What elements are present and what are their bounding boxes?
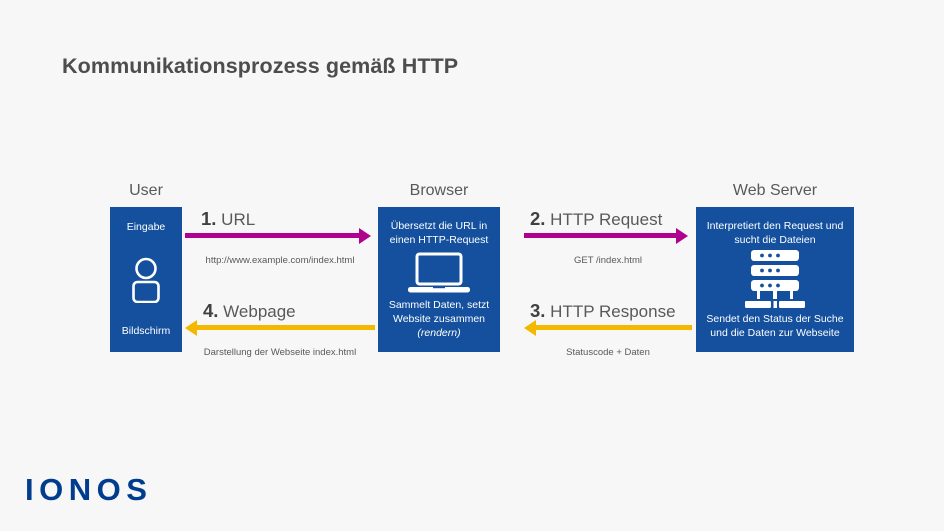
ionos-logo: IONOS bbox=[25, 472, 153, 507]
node-browser-bottom-label: Sammelt Daten, setzt Website zusammen (r… bbox=[389, 299, 489, 341]
node-web-server: Interpretiert den Request und sucht die … bbox=[696, 207, 854, 352]
flow-2-title: 2. HTTP Request bbox=[530, 208, 662, 230]
flow-3-arrow-head-left-icon bbox=[524, 319, 536, 336]
server-rack-icon bbox=[741, 249, 809, 312]
flow-4-arrow-line bbox=[197, 325, 375, 330]
flow-3-http-response: 3. HTTP Response Statuscode + Daten bbox=[524, 300, 692, 358]
flow-1-title: 1. URL bbox=[201, 208, 255, 230]
node-browser-top-label: Übersetzt die URL in einen HTTP-Request bbox=[389, 220, 489, 246]
flow-2-sublabel: GET /index.html bbox=[574, 255, 642, 266]
flow-3-sublabel: Statuscode + Daten bbox=[566, 347, 650, 358]
column-header-browser: Browser bbox=[409, 182, 469, 199]
flow-1-url: 1. URL http://www.example.com/index.html bbox=[185, 208, 375, 266]
flow-4-sublabel: Darstellung der Webseite index.html bbox=[203, 347, 357, 358]
flow-1-sublabel: http://www.example.com/index.html bbox=[205, 255, 355, 266]
laptop-icon bbox=[408, 252, 470, 296]
node-server-bottom-label: Sendet den Status der Suche und die Date… bbox=[706, 313, 844, 340]
node-user-bottom-label: Bildschirm bbox=[121, 325, 171, 338]
node-user: Eingabe Bildschirm bbox=[110, 207, 182, 352]
flow-2-arrow-head-right-icon bbox=[676, 227, 688, 244]
flow-3-number: 3. bbox=[530, 300, 546, 321]
flow-3-label: HTTP Response bbox=[550, 302, 676, 321]
node-server-top-label: Interpretiert den Request und sucht die … bbox=[706, 220, 844, 246]
flow-1-label: URL bbox=[221, 210, 256, 229]
flow-2-http-request: 2. HTTP Request GET /index.html bbox=[524, 208, 692, 266]
flow-1-arrow-line bbox=[185, 233, 363, 238]
node-browser-bottom-line1: Sammelt Daten, setzt bbox=[388, 299, 490, 312]
flow-2-number: 2. bbox=[530, 208, 546, 229]
flow-3-title: 3. HTTP Response bbox=[530, 300, 676, 322]
flow-2-arrow-line bbox=[524, 233, 680, 238]
flow-4-title: 4. Webpage bbox=[203, 300, 296, 322]
flow-1-arrow-head-right-icon bbox=[359, 227, 371, 244]
person-icon bbox=[126, 257, 166, 303]
node-user-top-label: Eingabe bbox=[126, 221, 166, 233]
column-header-user: User bbox=[129, 182, 163, 199]
node-browser: Übersetzt die URL in einen HTTP-Request … bbox=[378, 207, 500, 352]
node-browser-bottom-line2: Website zusammen bbox=[392, 313, 485, 326]
flow-2-label: HTTP Request bbox=[550, 210, 663, 229]
flow-4-number: 4. bbox=[203, 300, 219, 321]
flow-1-number: 1. bbox=[201, 208, 217, 229]
node-browser-bottom-italic: (rendern) bbox=[417, 327, 461, 340]
flow-4-label: Webpage bbox=[223, 302, 296, 321]
flow-3-arrow-line bbox=[536, 325, 692, 330]
flow-4-arrow-head-left-icon bbox=[185, 319, 197, 336]
flow-4-webpage: 4. Webpage Darstellung der Webseite inde… bbox=[185, 300, 375, 358]
page-title: Kommunikationsprozess gemäß HTTP bbox=[62, 54, 459, 78]
column-header-web-server: Web Server bbox=[732, 182, 818, 199]
